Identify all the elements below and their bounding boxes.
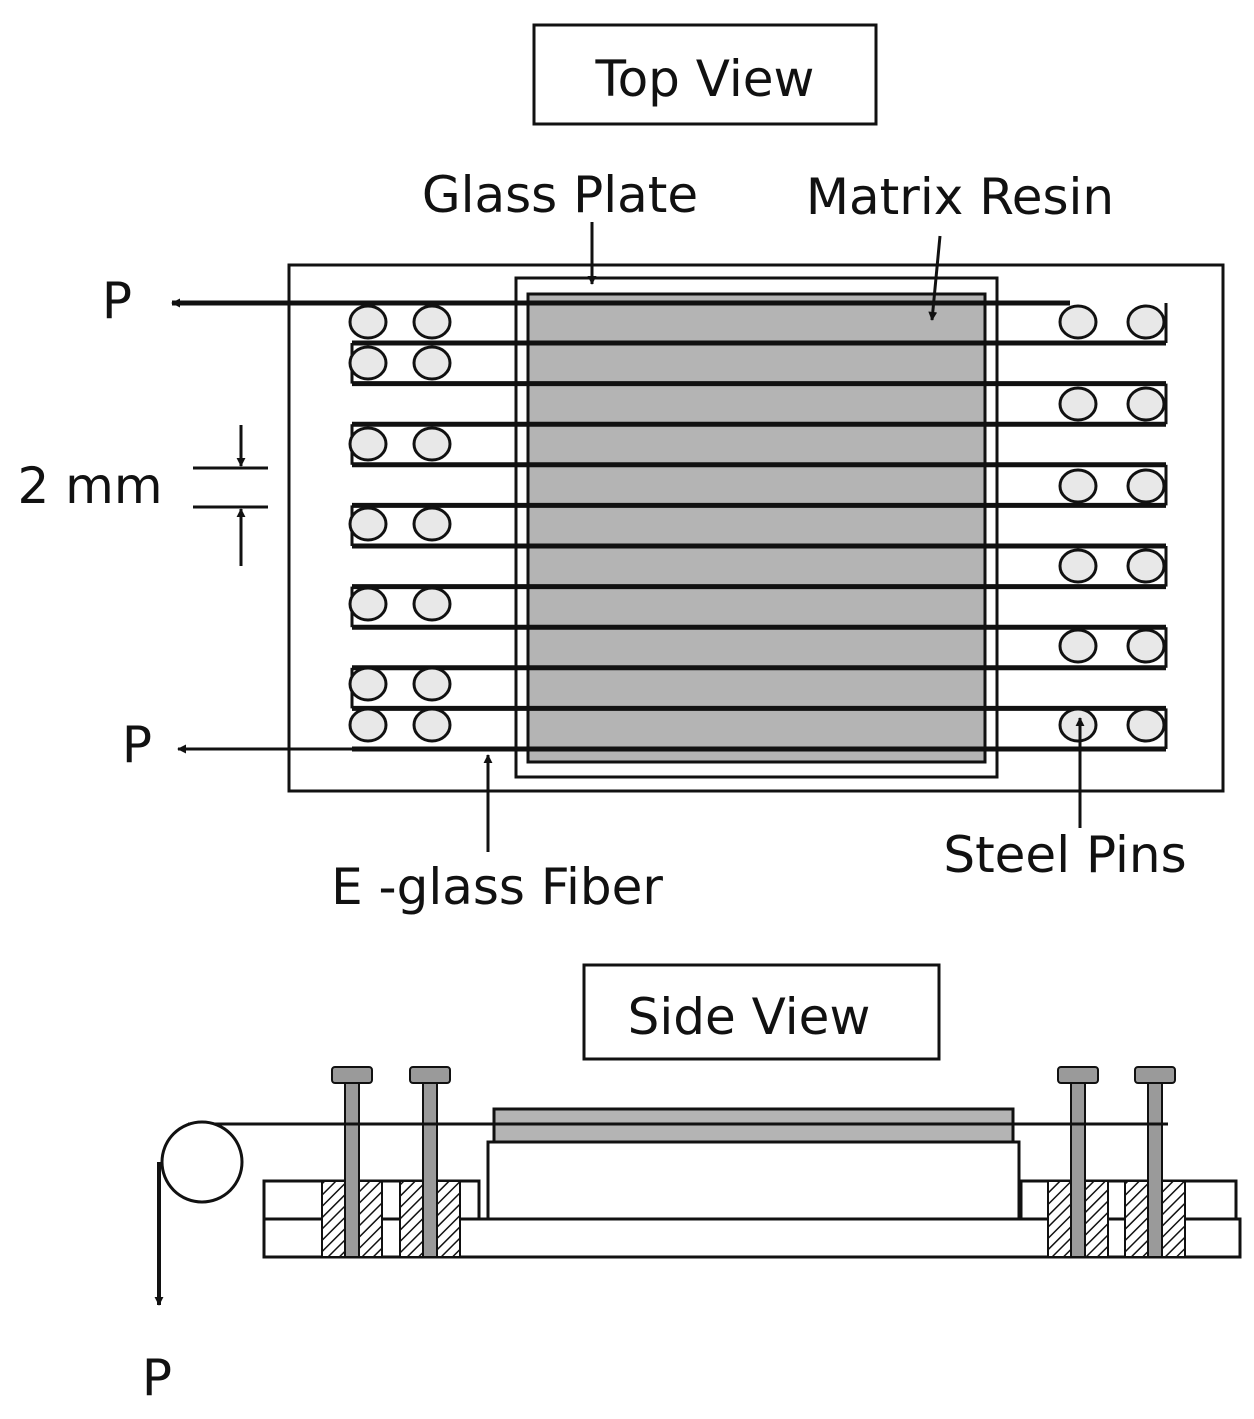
spacing-label: 2 mm bbox=[17, 457, 162, 515]
top-view-title: Top View bbox=[595, 50, 815, 108]
glass-plate-label: Glass Plate bbox=[422, 166, 698, 224]
steel-pin bbox=[1126, 386, 1166, 422]
matrix-resin-leader bbox=[928, 235, 942, 321]
top-load-label: P bbox=[102, 272, 132, 330]
steel-pin bbox=[1126, 304, 1166, 340]
fiber-layer bbox=[350, 303, 1168, 752]
pulley bbox=[160, 1120, 244, 1204]
side-pin-head bbox=[1134, 1066, 1176, 1084]
steel-pin bbox=[412, 707, 452, 743]
steel-pin bbox=[348, 666, 388, 702]
side-load-label: P bbox=[142, 1349, 172, 1407]
fiber-label: E -glass Fiber bbox=[331, 858, 663, 916]
steel-pin bbox=[1058, 386, 1098, 422]
matrix-resin bbox=[526, 292, 987, 764]
side-pin-shaft bbox=[344, 1082, 360, 1258]
pins-label: Steel Pins bbox=[943, 826, 1186, 884]
steel-pin bbox=[348, 707, 388, 743]
steel-pin bbox=[1126, 468, 1166, 504]
steel-pin bbox=[1058, 548, 1098, 584]
steel-pin bbox=[412, 304, 452, 340]
steel-pin bbox=[1126, 548, 1166, 584]
side-view-title: Side View bbox=[628, 988, 871, 1046]
top-view: Top View Glass Plate Matrix Resin P P E … bbox=[17, 23, 1225, 916]
side-glass-plate bbox=[486, 1140, 1021, 1221]
steel-pin bbox=[1126, 628, 1166, 664]
side-pin-head bbox=[1057, 1066, 1099, 1084]
side-view-title-box bbox=[582, 963, 941, 1061]
steel-pin bbox=[412, 426, 452, 462]
matrix-resin-label: Matrix Resin bbox=[806, 168, 1114, 226]
steel-pin bbox=[1126, 707, 1166, 743]
side-pin-shaft bbox=[422, 1082, 438, 1258]
bottom-load-label: P bbox=[122, 716, 152, 774]
top-view-title-box bbox=[532, 23, 878, 126]
steel-pin bbox=[1058, 628, 1098, 664]
steel-pin bbox=[1058, 707, 1098, 743]
steel-pin bbox=[348, 345, 388, 381]
steel-pin bbox=[412, 345, 452, 381]
steel-pin bbox=[1058, 304, 1098, 340]
side-pin-layer bbox=[321, 1066, 1186, 1258]
side-pin-head bbox=[331, 1066, 373, 1084]
steel-pin bbox=[1058, 468, 1098, 504]
steel-pin bbox=[348, 304, 388, 340]
steel-pin bbox=[348, 426, 388, 462]
side-view: Side View P bbox=[142, 963, 1242, 1407]
steel-pin bbox=[412, 586, 452, 622]
spacing-dimension bbox=[193, 425, 268, 566]
steel-pin bbox=[348, 586, 388, 622]
steel-pin bbox=[412, 666, 452, 702]
side-pin-shaft bbox=[1070, 1082, 1086, 1258]
side-pin-shaft bbox=[1147, 1082, 1163, 1258]
side-pin-head bbox=[409, 1066, 451, 1084]
pin-layer bbox=[348, 304, 1166, 743]
steel-pin bbox=[348, 506, 388, 542]
steel-pin bbox=[412, 506, 452, 542]
